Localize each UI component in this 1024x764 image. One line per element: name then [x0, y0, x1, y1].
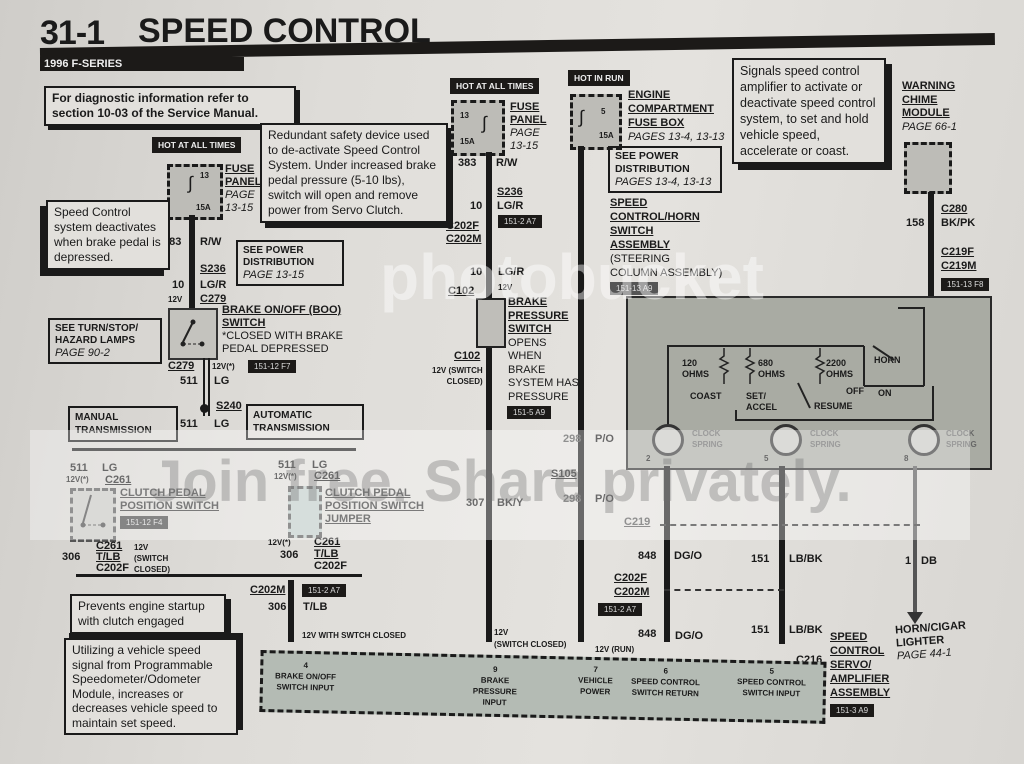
- boo-switch-label: BRAKE ON/OFF (BOO) SWITCH *CLOSED WITH B…: [222, 304, 344, 355]
- wire-306: [288, 580, 294, 642]
- clutch-pedal-position-switch: [70, 488, 116, 542]
- brake-pressure-switch-symbol: [476, 298, 506, 348]
- diagnostic-note: For diagnostic information refer to sect…: [44, 86, 296, 126]
- clutch-jumper: [288, 486, 322, 538]
- hot-in-run-label: HOT IN RUN: [568, 70, 630, 86]
- redundant-safety-note: Redundant safety device used to de-activ…: [260, 123, 448, 223]
- see-power-distribution-box: SEE POWER DISTRIBUTION PAGE 13-15: [236, 240, 344, 286]
- watermark-band: [30, 430, 970, 540]
- clutch-switch-label: CLUTCH PEDAL POSITION SWITCH: [120, 487, 219, 512]
- prevents-startup-note: Prevents engine startup with clutch enga…: [70, 594, 226, 634]
- signals-callout-note: Signals speed control amplifier to activ…: [732, 58, 886, 164]
- warning-chime-module: [904, 142, 952, 194]
- wire-brake-pressure: [486, 152, 492, 642]
- arrow-down-icon: [907, 612, 923, 624]
- servo-amplifier-label: SPEED CONTROL SERVO/ AMPLIFIER ASSEMBLY: [830, 631, 891, 699]
- wire-151: [779, 466, 785, 644]
- hot-at-all-times-label: HOT AT ALL TIMES: [152, 137, 242, 153]
- utilizing-note: Utilizing a vehicle speed signal from Pr…: [64, 638, 238, 735]
- boo-callout-note: Speed Control system deactivates when br…: [46, 200, 170, 270]
- wire-1-db: [913, 466, 917, 616]
- splice-dot: [200, 404, 209, 413]
- brake-pressure-switch-label: BRAKE PRESSURE SWITCH OPENS WHEN BRAKE S…: [508, 296, 579, 403]
- section-number: 31-1: [40, 14, 105, 52]
- fuse-icon: ∫: [482, 113, 487, 133]
- warning-chime-label: WARNING CHIME MODULE PAGE 66-1: [902, 80, 957, 133]
- switch-assembly-label: SPEED CONTROL/HORN SWITCH ASSEMBLY (STEE…: [610, 197, 723, 279]
- switch-circuit-icon: [667, 307, 934, 428]
- see-turn-stop-box: SEE TURN/STOP/ HAZARD LAMPS PAGE 90-2: [48, 318, 162, 364]
- fuse-icon: ∫: [579, 107, 584, 127]
- brake-on-off-switch-symbol: [168, 308, 218, 360]
- fuse-panel-fuse-13: 13 15A ∫: [167, 164, 223, 220]
- switch-icon: [180, 319, 205, 347]
- splice-s236: S236: [200, 263, 226, 275]
- fuse-panel-label: FUSE PANEL PAGE 13-15: [225, 163, 262, 214]
- fuse-icon: ∫: [188, 173, 193, 193]
- ref-151-12-f7: 151-12 F7: [248, 360, 297, 373]
- fuse-panel-fuse-13b: 13 15A ∫: [451, 100, 505, 156]
- clutch-jumper-label: CLUTCH PEDAL POSITION SWITCH JUMPER: [325, 487, 424, 525]
- clock-spring-icon: [908, 424, 940, 456]
- wire-383: [189, 215, 195, 310]
- clock-spring-icon: [770, 424, 802, 456]
- wire-848: [664, 466, 670, 642]
- switch-icon: [80, 494, 106, 528]
- engine-compartment-fuse-5: 5 15A ∫: [570, 94, 622, 150]
- clock-spring-icon: [652, 424, 684, 456]
- wire-298: [578, 146, 584, 642]
- series-label: 1996 F-SERIES: [40, 57, 244, 71]
- hot-at-all-times-label-2: HOT AT ALL TIMES: [450, 78, 540, 94]
